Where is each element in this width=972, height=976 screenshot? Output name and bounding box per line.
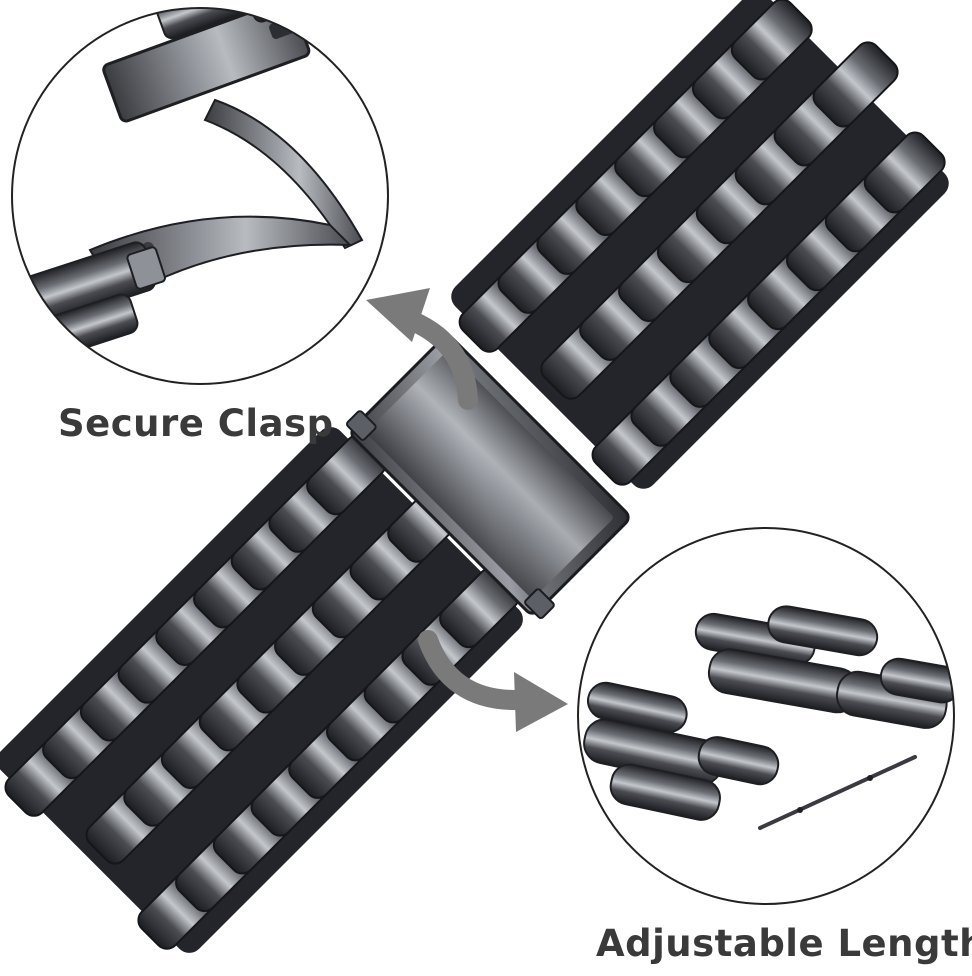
band-upper-segment [451, 0, 949, 489]
band-clasp [345, 335, 630, 620]
clasp-detail-circle [11, 7, 389, 385]
band-link [863, 131, 946, 214]
link-pin [758, 755, 917, 830]
length-detail-circle [577, 527, 955, 905]
band-lower-segment [0, 427, 523, 953]
curved-arrow-right-icon [418, 630, 568, 732]
band-link [812, 41, 899, 128]
band-link [730, 0, 813, 81]
adjustable-length-caption: Adjustable Length [596, 922, 972, 965]
secure-clasp-caption: Secure Clasp [58, 402, 334, 445]
curved-arrow-up-left-icon [366, 288, 478, 410]
